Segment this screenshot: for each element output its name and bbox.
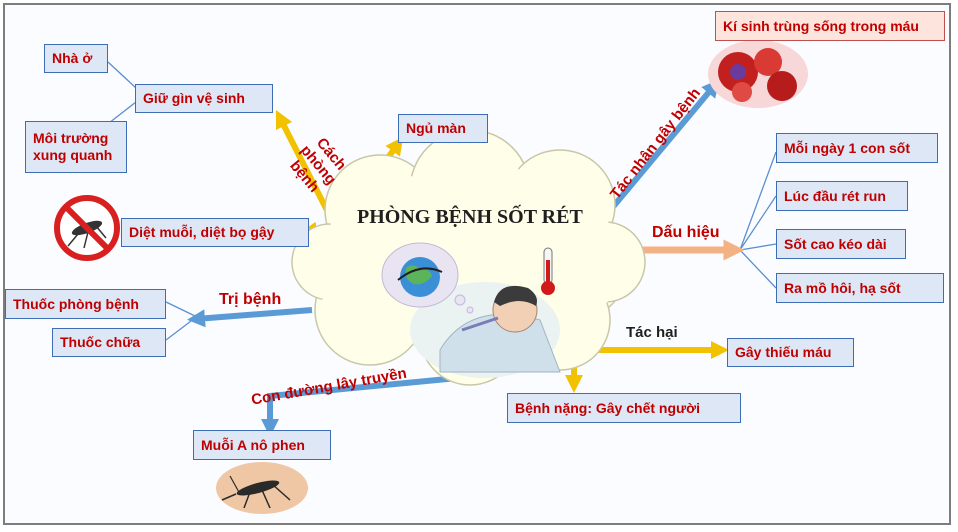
globe-thought-bubble	[381, 242, 474, 314]
node-thuoc-chua: Thuốc chữa	[52, 328, 166, 357]
node-ki-sinh-trung: Kí sinh trùng sống trong máu	[715, 11, 945, 41]
node-gay-thieu-mau: Gây thiếu máu	[727, 338, 854, 367]
node-text: Diệt muỗi, diệt bọ gậy	[129, 224, 275, 241]
branch-label-tri-benh: Trị bệnh	[219, 291, 282, 308]
node-text: Ra mồ hôi, hạ sốt	[784, 279, 901, 296]
thermometer-icon	[541, 247, 555, 295]
arrow-tac-nhan	[609, 79, 720, 210]
node-text: Giữ gìn vệ sinh	[143, 90, 245, 107]
branch-label-tac-hai: Tác hại	[626, 324, 678, 341]
node-text: Thuốc chữa	[60, 334, 141, 351]
node-text: Bệnh nặng: Gây chết người	[515, 399, 700, 416]
node-text: Lúc đầu rét run	[784, 187, 886, 204]
node-sot-cao-keo-dai: Sốt cao kéo dài	[776, 229, 906, 259]
node-ra-mo-hoi: Ra mồ hôi, hạ sốt	[776, 273, 944, 303]
node-text: Thuốc phòng bệnh	[13, 295, 139, 312]
node-text: Nhà ở	[52, 50, 93, 67]
node-thuoc-phong-benh: Thuốc phòng bệnh	[5, 289, 166, 319]
mosquito-on-skin-image	[216, 462, 308, 514]
node-luc-dau-ret-run: Lúc đầu rét run	[776, 181, 908, 211]
node-text: Ngủ màn	[406, 120, 466, 137]
branch-label-dau-hieu: Dấu hiệu	[652, 224, 720, 241]
node-text: Mỗi ngày 1 con sốt	[784, 139, 911, 156]
diagram-title: PHÒNG BỆNH SỐT RÉT	[357, 206, 583, 228]
node-nha-o: Nhà ở	[44, 44, 108, 73]
node-text: Muỗi A nô phen	[201, 436, 305, 453]
node-moi-truong: Môi trường xung quanh	[25, 121, 127, 173]
node-text: Môi trường xung quanh	[33, 130, 113, 163]
arrow-con-duong	[261, 375, 459, 437]
node-text: Kí sinh trùng sống trong máu	[723, 17, 919, 34]
node-ngu-man: Ngủ màn	[398, 114, 488, 143]
node-benh-nang: Bệnh nặng: Gây chết người	[507, 393, 741, 423]
node-diet-muoi: Diệt muỗi, diệt bọ gậy	[121, 218, 309, 247]
sick-person-image	[410, 282, 561, 378]
no-mosquito-icon	[54, 195, 120, 261]
node-text: Sốt cao kéo dài	[784, 235, 887, 252]
arrow-tri-benh	[187, 307, 313, 328]
node-moi-ngay-1-con-sot: Mỗi ngày 1 con sốt	[776, 133, 938, 163]
node-muoi-a-no-phen: Muỗi A nô phen	[193, 430, 331, 460]
node-text: Gây thiếu máu	[735, 344, 832, 361]
blood-cells-image	[708, 40, 808, 108]
node-giu-gin-ve-sinh: Giữ gìn vệ sinh	[135, 84, 273, 113]
